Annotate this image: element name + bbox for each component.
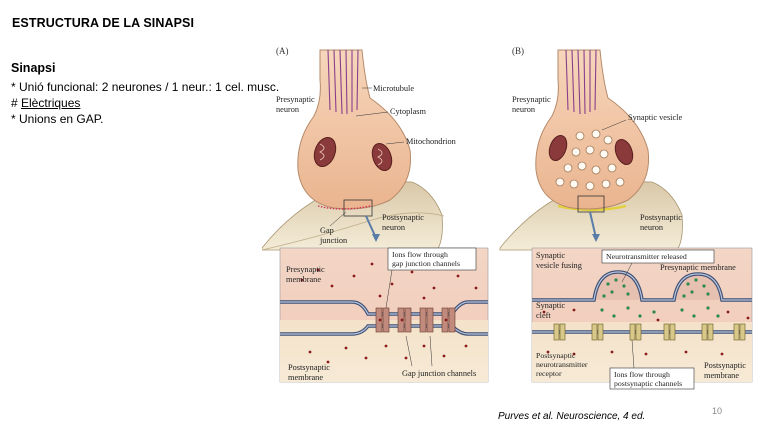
body-line-2: # Elèctriques xyxy=(11,95,279,111)
label-b-postsyn-2: neuron xyxy=(640,223,664,232)
slide-title: ESTRUCTURA DE LA SINAPSI xyxy=(12,16,195,30)
panel-a-presynaptic-terminal xyxy=(297,49,412,210)
label-gap-junction-2: junction xyxy=(319,236,348,245)
label-b-postmem-2: membrane xyxy=(704,371,739,380)
label-b-postmem-1: Postsynaptic xyxy=(704,361,746,370)
panel-a-tag: (A) xyxy=(276,46,289,56)
panel-b-synaptic-vesicles xyxy=(555,129,625,191)
label-a-postsyn-2: neuron xyxy=(382,223,406,232)
label-microtubule: Microtubule xyxy=(373,84,414,93)
label-ions-flow-a-1: Ions flow through xyxy=(392,250,448,259)
panel-b: (B) xyxy=(499,46,753,390)
label-ions-flow-b-1: Ions flow through xyxy=(614,370,670,379)
synapse-figure: (A) xyxy=(262,40,762,392)
label-synaptic-vesicle: Synaptic vesicle xyxy=(628,113,682,122)
label-synaptic-cleft-1: Synaptic xyxy=(536,301,565,310)
label-vesicle-fusing-1: Synaptic xyxy=(536,251,565,260)
ions-flow-callout-a xyxy=(387,247,477,271)
label-gap-junction-1: Gap xyxy=(320,226,334,235)
panel-b-microtubules xyxy=(565,49,597,115)
panel-a: (A) xyxy=(262,46,489,383)
label-b-presyn-2: neuron xyxy=(512,105,536,114)
panel-b-tag: (B) xyxy=(512,46,524,56)
panel-a-postsynaptic-shade xyxy=(262,212,445,251)
page-number: 10 xyxy=(712,406,723,416)
neurotransmitter-released-callout xyxy=(601,249,715,264)
label-a-presyn-1: Presynaptic xyxy=(276,95,315,104)
panel-a-mitochondria xyxy=(313,136,393,172)
label-mitochondrion: Mitochondrion xyxy=(406,137,457,146)
slide-body: Sinapsi * Unió funcional: 2 neurones / 1… xyxy=(11,60,279,127)
body-line-1: * Unió funcional: 2 neurones / 1 neur.: … xyxy=(11,80,280,94)
label-receptor-3: receptor xyxy=(536,369,562,378)
body-heading: Sinapsi xyxy=(11,61,56,75)
label-a-postmem-2: membrane xyxy=(288,373,323,382)
panel-b-synaptic-cleft-line xyxy=(557,204,627,212)
line-2-prefix: # xyxy=(11,96,22,110)
label-synaptic-cleft-2: cleft xyxy=(536,311,551,320)
electric-synapse-text: Elèctriques xyxy=(21,96,81,110)
panel-b-zoom-arrow xyxy=(589,211,597,239)
label-gap-junction-channels: Gap junction channels xyxy=(402,369,476,378)
citation: Purves et al. Neuroscience, 4 ed. xyxy=(498,411,646,422)
panel-a-ions xyxy=(300,262,478,364)
panel-a-gap-junction-plaque xyxy=(317,205,371,210)
label-neurotransmitter-released: Neurotransmitter released xyxy=(606,252,687,261)
panel-b-mitochondria xyxy=(548,134,634,166)
panel-a-zoom-box xyxy=(343,199,373,217)
panel-b-receptors xyxy=(553,323,746,341)
panel-b-ions xyxy=(542,308,750,356)
panel-a-microtubules xyxy=(327,49,359,115)
label-ions-flow-a-2: gap junction channels xyxy=(392,259,460,268)
label-a-premem-2: membrane xyxy=(286,275,321,284)
label-vesicle-fusing-2: vesicle fusing xyxy=(536,261,582,270)
label-a-postmem-1: Postsynaptic xyxy=(288,363,330,372)
ions-flow-callout-b xyxy=(609,367,695,390)
label-receptor-2: neurotransmitter xyxy=(536,360,588,369)
label-a-premem-1: Presynaptic xyxy=(286,265,325,274)
label-b-postsyn-1: Postsynaptic xyxy=(640,213,682,222)
label-cytoplasm: Cytoplasm xyxy=(390,107,427,116)
synapse-diagram: (A) xyxy=(262,46,753,390)
label-receptor-1: Postsynaptic xyxy=(536,351,576,360)
label-ions-flow-b-2: postsynaptic channels xyxy=(614,379,682,388)
panel-b-neurotransmitters xyxy=(600,278,720,318)
label-a-presyn-2: neuron xyxy=(276,105,300,114)
label-b-presynaptic-membrane: Presynaptic membrane xyxy=(660,263,736,272)
label-b-presyn-1: Presynaptic xyxy=(512,95,551,104)
label-a-postsyn-1: Postsynaptic xyxy=(382,213,424,222)
body-line-3: * Unions en GAP. xyxy=(11,112,104,126)
